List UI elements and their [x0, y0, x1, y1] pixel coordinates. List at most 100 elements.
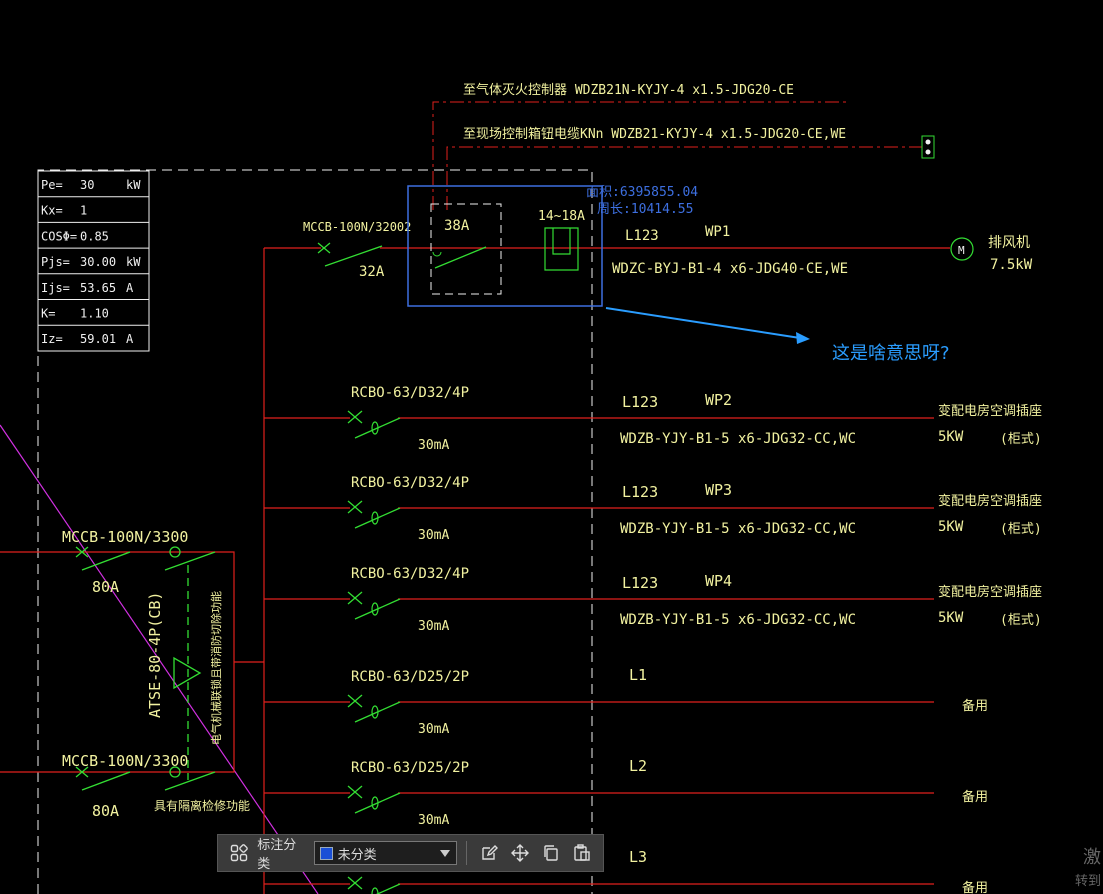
contactor-symbol: 38A [430, 203, 502, 295]
perimeter-readout: 周长:10414.55 [597, 202, 693, 217]
callout-arrow [605, 307, 801, 339]
circuit-id: WP1 [705, 224, 730, 240]
leakage-rating: 30mA [418, 438, 449, 453]
cable-spec: WDZB-YJY-B1-5 x6-JDG32-CC,WC [620, 521, 856, 537]
toolbar-divider [466, 841, 468, 865]
arrow-head-icon [796, 332, 810, 344]
table-value: 1 [80, 204, 87, 218]
leakage-rating: 30mA [418, 528, 449, 543]
table-unit: A [126, 281, 134, 295]
leakage-rating: 30mA [418, 813, 449, 828]
table-value: 0.85 [80, 229, 109, 243]
leakage-rating: 30mA [418, 722, 449, 737]
table-value: 30.00 [80, 255, 116, 269]
load-name: 备用 [962, 698, 988, 714]
table-value: 1.10 [80, 307, 109, 321]
category-select[interactable]: 未分类 [313, 841, 458, 865]
leakage-rating: 30mA [418, 619, 449, 634]
load-power: 5KW [938, 610, 964, 626]
incoming-rating-2: 80A [92, 802, 119, 820]
incoming-section: MCCB-100N/3300 80A MCCB-100N/3300 80A AT… [0, 528, 250, 820]
load-name: 变配电房空调插座 [938, 403, 1042, 419]
circuit-row[interactable]: RCBO-63/D25/2P 30mA L1 备用 [264, 666, 988, 737]
load-note: (柜式) [1000, 613, 1042, 628]
table-label: Kx= [41, 204, 63, 218]
breaker-label: RCBO-63/D32/4P [351, 566, 469, 582]
load-power: 5KW [938, 429, 964, 445]
area-readout: 面积:6395855.04 [586, 185, 698, 200]
paste-icon[interactable] [570, 840, 595, 866]
phase-label: L123 [622, 393, 658, 411]
table-value: 59.01 [80, 332, 116, 346]
annotation-toolbar: 标注分类 未分类 [217, 834, 604, 872]
category-selected-value: 未分类 [337, 847, 377, 863]
cable-spec: WDZB-YJY-B1-5 x6-JDG32-CC,WC [620, 431, 856, 447]
motor-icon [950, 237, 974, 261]
cable-spec: WDZB-YJY-B1-5 x6-JDG32-CC,WC [620, 612, 856, 628]
watermark-line-2: 转到 [1074, 874, 1101, 889]
chevron-down-icon [440, 850, 451, 857]
incoming-breaker-2: MCCB-100N/3300 [62, 752, 188, 770]
circuit-id: WP3 [705, 481, 732, 499]
table-label: Iz= [41, 332, 63, 346]
load-note: (柜式) [1000, 522, 1042, 537]
circuit-id: WP4 [705, 572, 732, 590]
table-value: 30 [80, 178, 94, 192]
control-cable-note: 至现场控制箱钮电缆KNn WDZB21-KYJY-4 x1.5-JDG20-CE… [463, 126, 846, 142]
bypass-note: 具有隔离检修功能 [154, 798, 250, 813]
ats-note: 电气机械联锁且带消防切除功能 [209, 591, 223, 745]
motor-letter: M [958, 244, 965, 257]
motor-load-name: 排风机 [988, 235, 1030, 251]
magenta-reference-line [0, 424, 319, 894]
load-power: 5KW [938, 519, 964, 535]
table-label: Pjs= [41, 255, 70, 269]
cable-spec: WDZC-BYJ-B1-4 x6-JDG40-CE,WE [612, 261, 848, 277]
circuit-id: WP2 [705, 391, 732, 409]
table-unit: kW [126, 255, 141, 269]
edit-icon[interactable] [476, 840, 501, 866]
phase-label: L1 [629, 666, 647, 684]
phase-label: L3 [629, 848, 647, 866]
watermark-line-1: 激 [1083, 847, 1101, 868]
load-name: 变配电房空调插座 [938, 584, 1042, 600]
category-label: 标注分类 [257, 838, 297, 872]
copy-icon[interactable] [539, 840, 564, 866]
selection-box[interactable] [407, 185, 603, 307]
phase-label: L123 [622, 574, 658, 592]
phase-label: L123 [622, 483, 658, 501]
grid-icon[interactable] [226, 840, 251, 866]
cabinet-boundary [37, 169, 593, 894]
load-note: (柜式) [1000, 432, 1042, 447]
annotation-question[interactable]: 这是啥意思呀? [832, 343, 950, 364]
breaker-rating: 32A [359, 264, 385, 280]
table-label: Ijs= [41, 281, 70, 295]
move-icon[interactable] [507, 840, 532, 866]
table-unit: A [126, 332, 134, 346]
breaker-label: RCBO-63/D25/2P [351, 760, 469, 776]
phase-label: L2 [629, 757, 647, 775]
fire-control-note: 至气体灭火控制器 WDZB21N-KYJY-4 x1.5-JDG20-CE [463, 82, 794, 98]
incoming-rating-1: 80A [92, 578, 119, 596]
breaker-label: RCBO-63/D32/4P [351, 475, 469, 491]
table-label: K= [41, 307, 55, 321]
incoming-breaker-1: MCCB-100N/3300 [62, 528, 188, 546]
category-color-swatch [319, 846, 333, 860]
relay-rating: 14~18A [538, 209, 585, 224]
table-label: COSΦ= [41, 229, 77, 243]
table-value: 53.65 [80, 281, 116, 295]
breaker-label: RCBO-63/D25/2P [351, 669, 469, 685]
motor-power: 7.5kW [990, 257, 1033, 273]
load-name: 变配电房空调插座 [938, 493, 1042, 509]
control-lines [432, 101, 922, 210]
table-unit: kW [126, 178, 141, 192]
breaker-label: MCCB-100N/32002 [303, 220, 411, 234]
table-label: Pe= [41, 178, 63, 192]
